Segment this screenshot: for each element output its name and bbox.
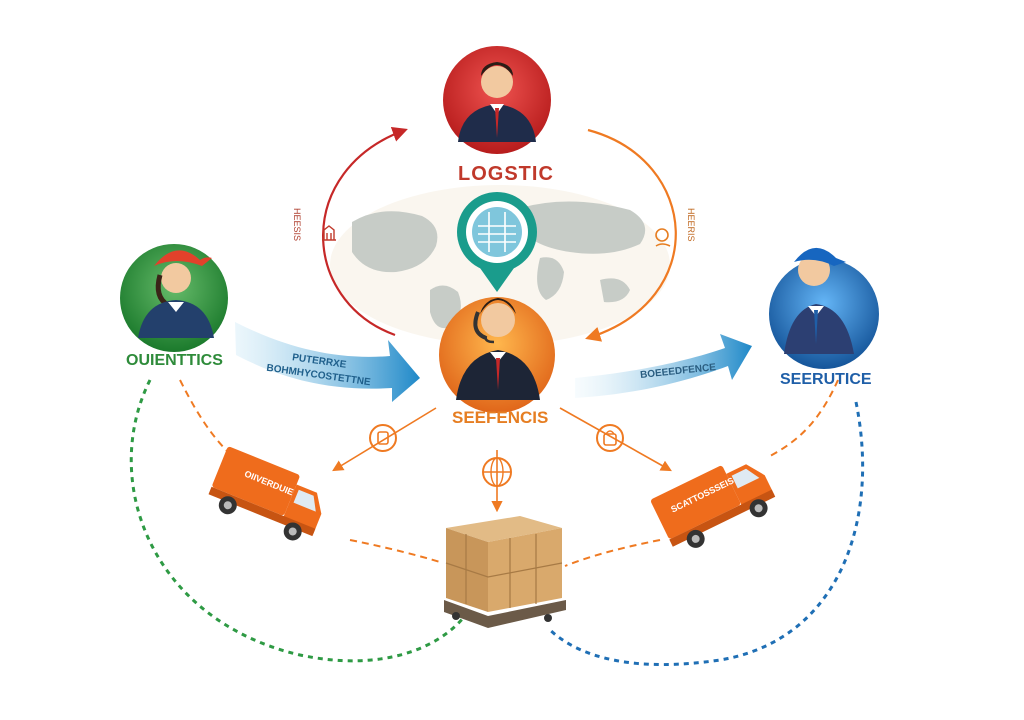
service-person-node[interactable] bbox=[769, 247, 879, 369]
left-vertical-label: HEESIS bbox=[292, 208, 302, 242]
right-node-label: SEERUTICE bbox=[780, 371, 872, 388]
tracking-globe-pin bbox=[457, 192, 537, 292]
left-node-to-truck-dash bbox=[179, 379, 251, 471]
outbound-flow-band bbox=[575, 334, 752, 398]
inbound-flow-band bbox=[235, 322, 420, 402]
globe-icon bbox=[482, 457, 512, 487]
green-return-loop bbox=[129, 379, 470, 663]
cargo-pallet[interactable] bbox=[444, 516, 566, 628]
payment-icon bbox=[369, 424, 397, 452]
logistic-label: LOGSTIC bbox=[458, 163, 554, 185]
right-node-to-truck-dash bbox=[769, 379, 839, 457]
top-right-return-arrow bbox=[585, 128, 677, 342]
center-to-right-truck-arrow bbox=[559, 407, 672, 472]
center-to-left-truck-arrow bbox=[332, 407, 437, 472]
service-agent-node[interactable] bbox=[439, 297, 555, 413]
hand-coin-icon bbox=[655, 228, 671, 247]
customer-node-label: OUIENTTICS bbox=[126, 352, 223, 369]
shopping-bag-icon bbox=[596, 424, 624, 452]
center-node-label: SEEFENCIS bbox=[452, 408, 549, 427]
right-vertical-label: HEERIS bbox=[686, 208, 696, 242]
building-icon bbox=[322, 225, 336, 241]
left-delivery-truck[interactable] bbox=[204, 446, 332, 547]
blue-return-loop bbox=[546, 401, 865, 667]
right-delivery-truck[interactable] bbox=[650, 450, 781, 557]
customer-person-node[interactable] bbox=[120, 244, 228, 352]
left-truck-to-pallet-dash bbox=[349, 539, 441, 563]
right-truck-to-pallet-dash bbox=[564, 539, 661, 567]
logistic-person-node[interactable] bbox=[443, 46, 551, 154]
